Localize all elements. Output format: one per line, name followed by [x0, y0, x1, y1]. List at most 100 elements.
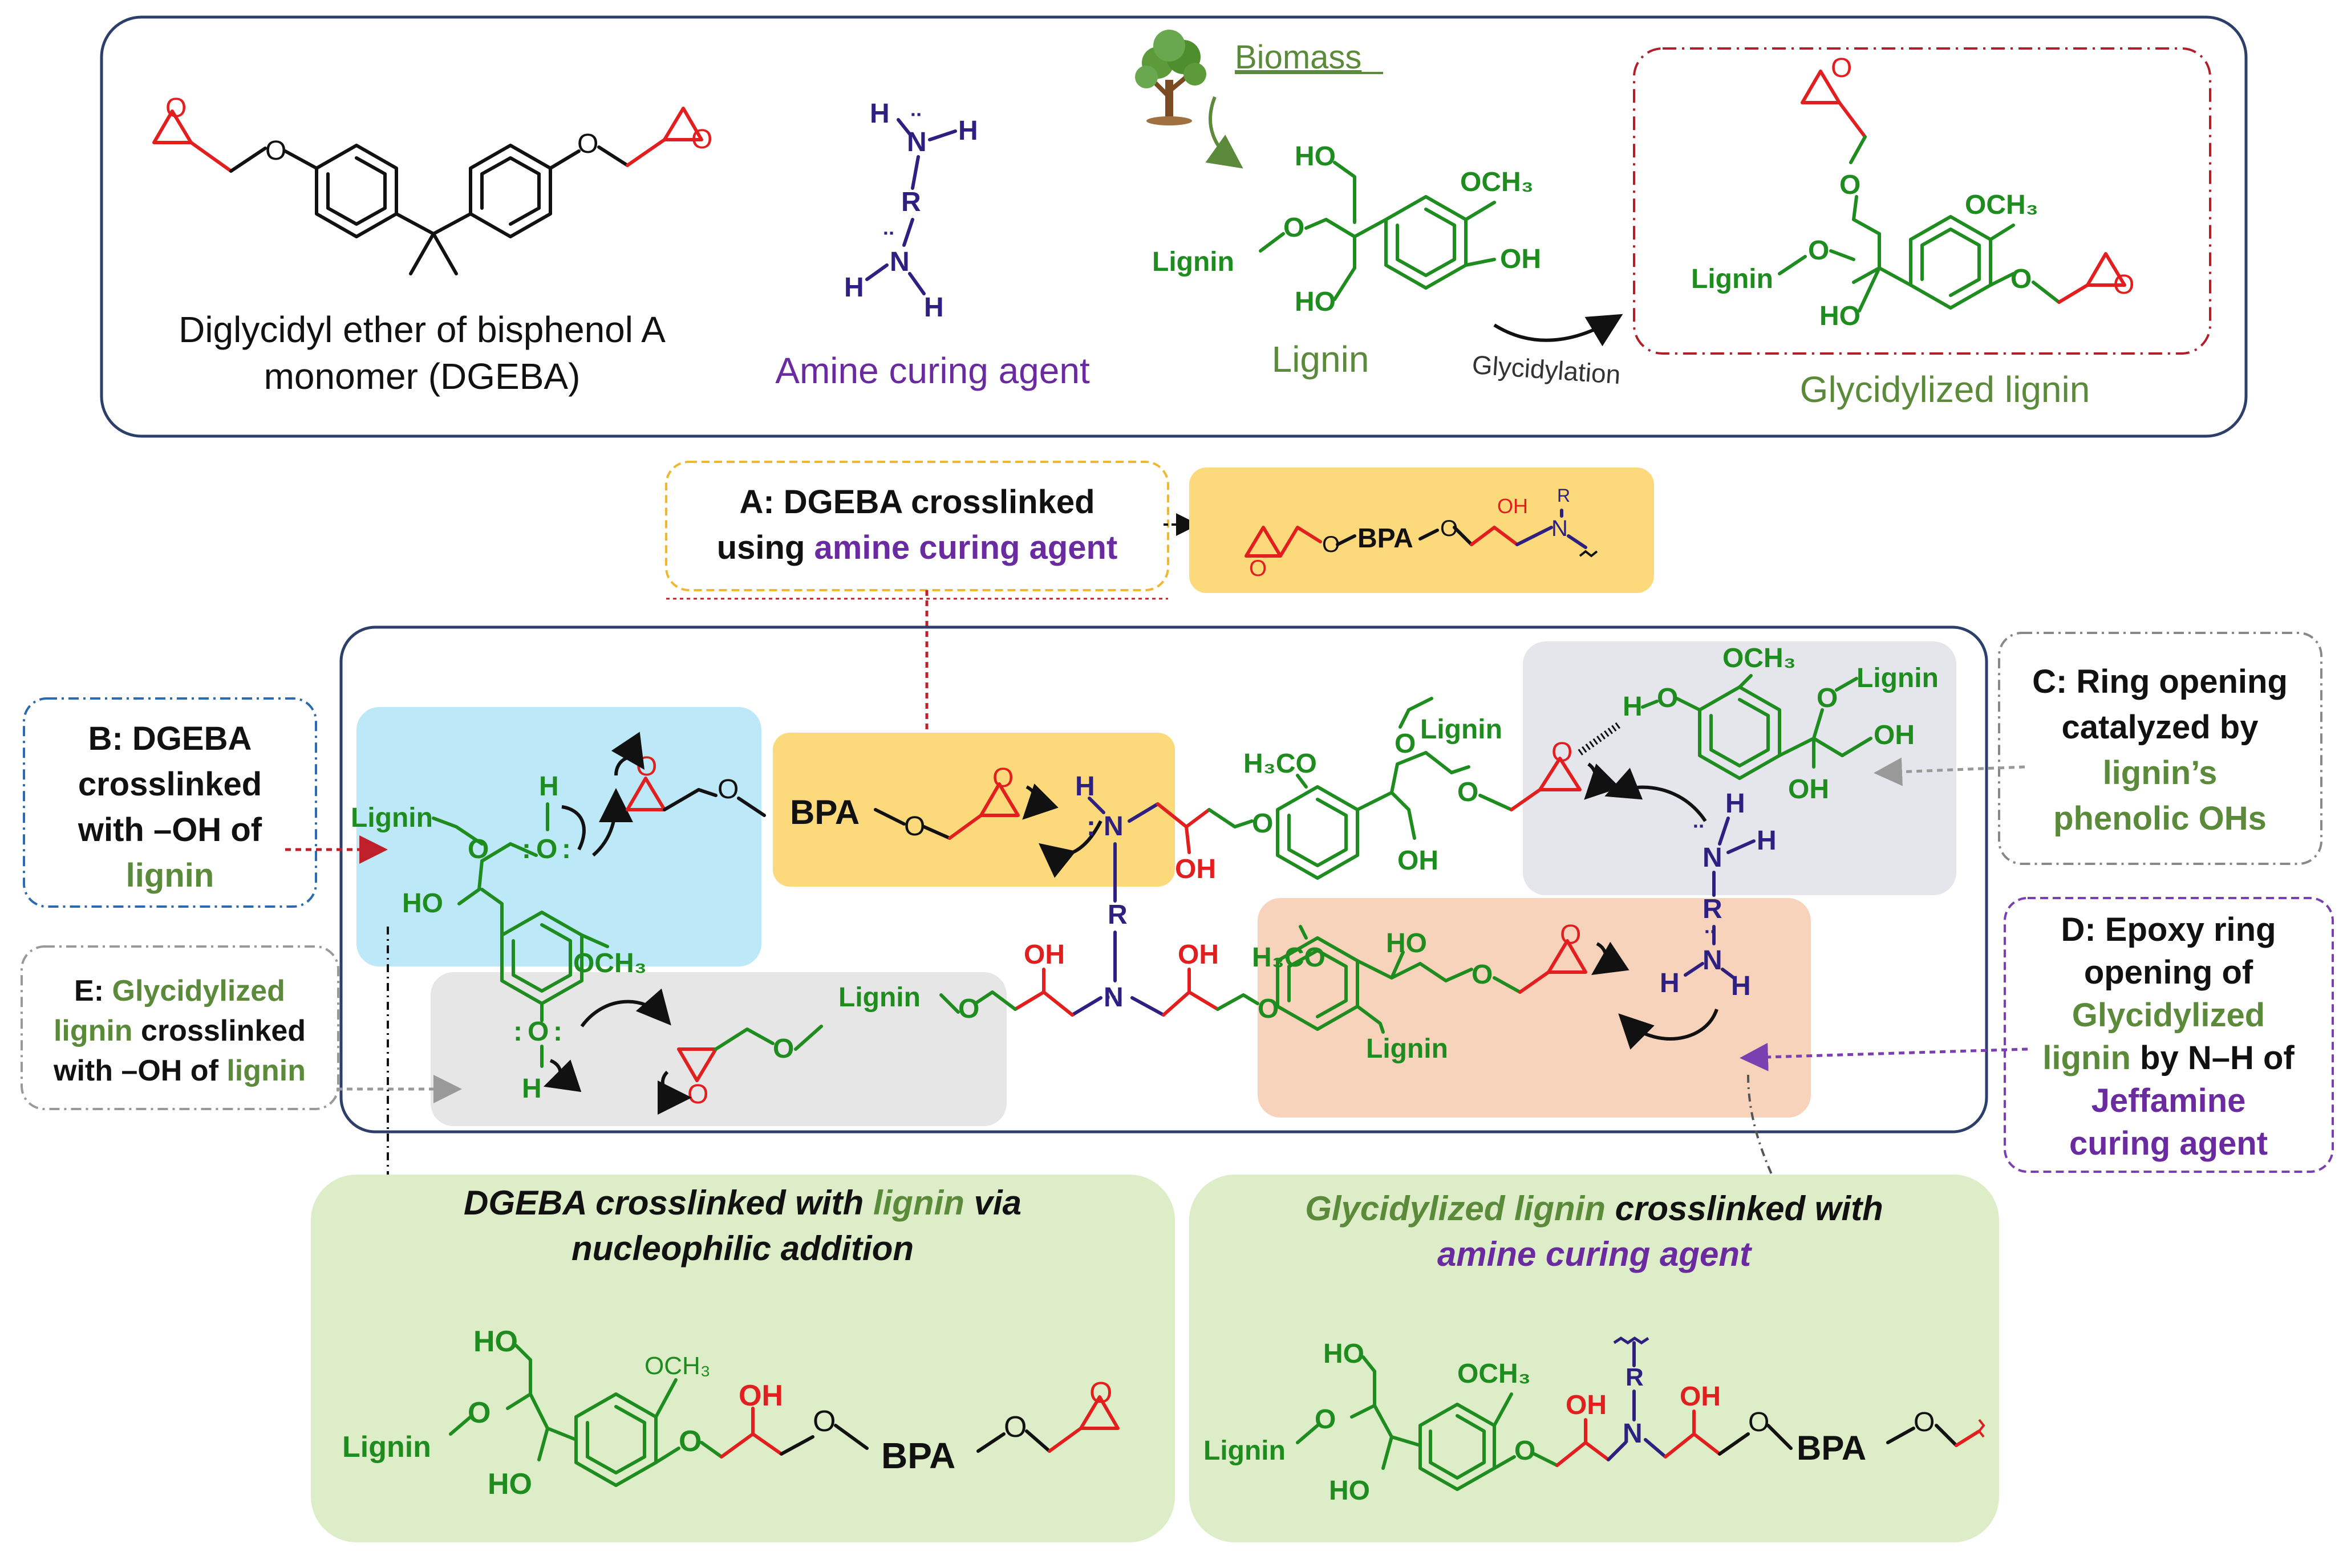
svg-text:H: H [844, 273, 864, 303]
right-amine-structure: H N ¨ H R N ¨ H H [1660, 789, 1777, 1001]
svg-text:O: O [773, 1034, 794, 1064]
svg-text:O: O [1551, 737, 1572, 767]
svg-text:R: R [901, 187, 921, 217]
bottom-left-product-structure: HO O Lignin HO OCH₃ O OH O BPA O O [342, 1325, 1120, 1501]
callout-c-line1: C: Ring opening [2032, 663, 2288, 700]
svg-text::: : [1087, 811, 1096, 842]
center-chain-structure: H N : OH O R N ¨ OH O Lignin OH O [838, 771, 1279, 1024]
svg-text:OCH₃: OCH₃ [1457, 1359, 1531, 1389]
svg-text:O: O [2113, 270, 2134, 300]
svg-text:O: O [1283, 213, 1304, 243]
svg-text:H: H [958, 116, 978, 146]
svg-text:O: O [718, 774, 739, 805]
bottom-right-title-line1: Glycidylized lignin crosslinked with [1305, 1189, 1883, 1228]
svg-text:OCH₃: OCH₃ [573, 948, 647, 978]
amine-label: Amine curing agent [775, 350, 1090, 391]
svg-text:O: O [468, 1396, 491, 1429]
svg-text:H: H [1731, 971, 1751, 1001]
svg-text:OH: OH [1497, 494, 1528, 518]
svg-text:O: O [1395, 729, 1416, 759]
svg-text:O: O [1315, 1404, 1336, 1435]
svg-text:O: O [813, 1405, 836, 1438]
svg-text:Lignin: Lignin [1691, 264, 1773, 294]
callout-a-product-box [1189, 468, 1654, 593]
svg-text:OH: OH [1175, 854, 1216, 884]
svg-text:Lignin: Lignin [1152, 247, 1234, 277]
svg-text:R: R [1703, 894, 1722, 924]
svg-text:HO: HO [1295, 141, 1336, 172]
svg-text:¨: ¨ [1705, 925, 1714, 956]
svg-text:HO: HO [1819, 301, 1860, 331]
svg-text::: : [513, 1017, 522, 1047]
svg-text:O: O [1817, 683, 1838, 713]
svg-text:O: O [992, 763, 1014, 793]
glycidylized-lignin-frame [1633, 47, 2211, 355]
svg-text:O: O [2010, 264, 2032, 294]
svg-text:N: N [1551, 516, 1568, 541]
svg-text:OCH₃: OCH₃ [1965, 190, 2038, 220]
svg-text:¨: ¨ [911, 108, 921, 139]
svg-text:O: O [165, 93, 187, 123]
region-b-structure: Lignin O HO : O : H OCH₃ O O [351, 732, 766, 1022]
callout-a-product-structure: O O BPA O OH N R [1245, 485, 1598, 581]
arrow-d [1740, 1042, 2028, 1071]
svg-text:H: H [870, 99, 890, 129]
bottom-left-panel [311, 1175, 1175, 1542]
dgeba-label-line1: Diglycidyl ether of bisphenol A [179, 309, 666, 350]
svg-text:H: H [1075, 771, 1095, 802]
svg-text:N: N [1104, 982, 1124, 1013]
svg-text:O: O [1004, 1411, 1027, 1444]
callout-d-frame [2004, 897, 2334, 1173]
svg-text:Lignin: Lignin [1856, 663, 1939, 693]
svg-text:HO: HO [1329, 1476, 1370, 1506]
dgeba-structure: O O O O [152, 93, 712, 275]
svg-text:R: R [1108, 900, 1128, 930]
svg-text:R: R [1557, 485, 1570, 506]
callout-a-frame [665, 461, 1169, 591]
svg-text:HO: HO [1295, 287, 1336, 317]
region-d-structure: H₃CO Lignin HO O O [1252, 920, 1718, 1064]
callout-e-line3: with –OH of lignin [53, 1054, 306, 1087]
bottom-left-title-line1: DGEBA crosslinked with lignin via [464, 1184, 1022, 1222]
callout-d-line1: D: Epoxy ring [2061, 911, 2276, 948]
callout-b-line2: crosslinked [78, 766, 262, 803]
lignin-label: Lignin [1272, 339, 1369, 380]
glycidylized-lignin-label: Glycidylized lignin [1800, 369, 2090, 410]
svg-text:H: H [924, 293, 944, 323]
svg-text:H: H [1660, 968, 1680, 998]
dgeba-label-line2: monomer (DGEBA) [264, 356, 581, 397]
svg-text:Lignin: Lignin [351, 803, 433, 833]
svg-text:O: O [679, 1425, 702, 1458]
svg-text:O: O [904, 811, 925, 842]
svg-text:H: H [539, 771, 559, 802]
biomass-label: Biomass [1235, 39, 1361, 76]
svg-text:OCH₃: OCH₃ [644, 1352, 711, 1380]
bottom-left-title-line2: nucleophilic addition [571, 1229, 914, 1268]
svg-text:HO: HO [1323, 1339, 1364, 1369]
svg-text:OCH₃: OCH₃ [1460, 167, 1534, 197]
callout-c-line4: phenolic OHs [2053, 800, 2267, 837]
callout-d-line5: Jeffamine [2091, 1082, 2246, 1119]
svg-text:R: R [1626, 1363, 1644, 1391]
bottom-right-panel [1189, 1175, 1999, 1542]
svg-text:OH: OH [739, 1379, 783, 1412]
svg-text::: : [522, 834, 531, 864]
svg-text:N: N [890, 247, 910, 277]
callout-b-line3: with –OH of [78, 811, 262, 848]
svg-text:H: H [1757, 826, 1777, 856]
svg-text:Lignin: Lignin [1203, 1436, 1286, 1466]
svg-text:N: N [1703, 945, 1722, 976]
svg-text:O: O [1249, 556, 1267, 581]
glycidylized-lignin-structure: O O O Lignin HO OCH₃ O O [1691, 53, 2134, 331]
callout-c-line2: catalyzed by [2062, 709, 2259, 746]
svg-text:OH: OH [1024, 940, 1065, 970]
callout-c-line3: lignin’s [2103, 754, 2218, 791]
svg-text:O: O [1258, 994, 1279, 1024]
amine-structure: H N ¨ H R N ¨ H H [844, 99, 978, 323]
svg-text:BPA: BPA [790, 793, 860, 831]
svg-text:O: O [536, 834, 557, 864]
glycidylation-label: Glycidylation [1471, 350, 1622, 389]
svg-text:H: H [522, 1074, 542, 1104]
svg-text:O: O [577, 129, 598, 159]
